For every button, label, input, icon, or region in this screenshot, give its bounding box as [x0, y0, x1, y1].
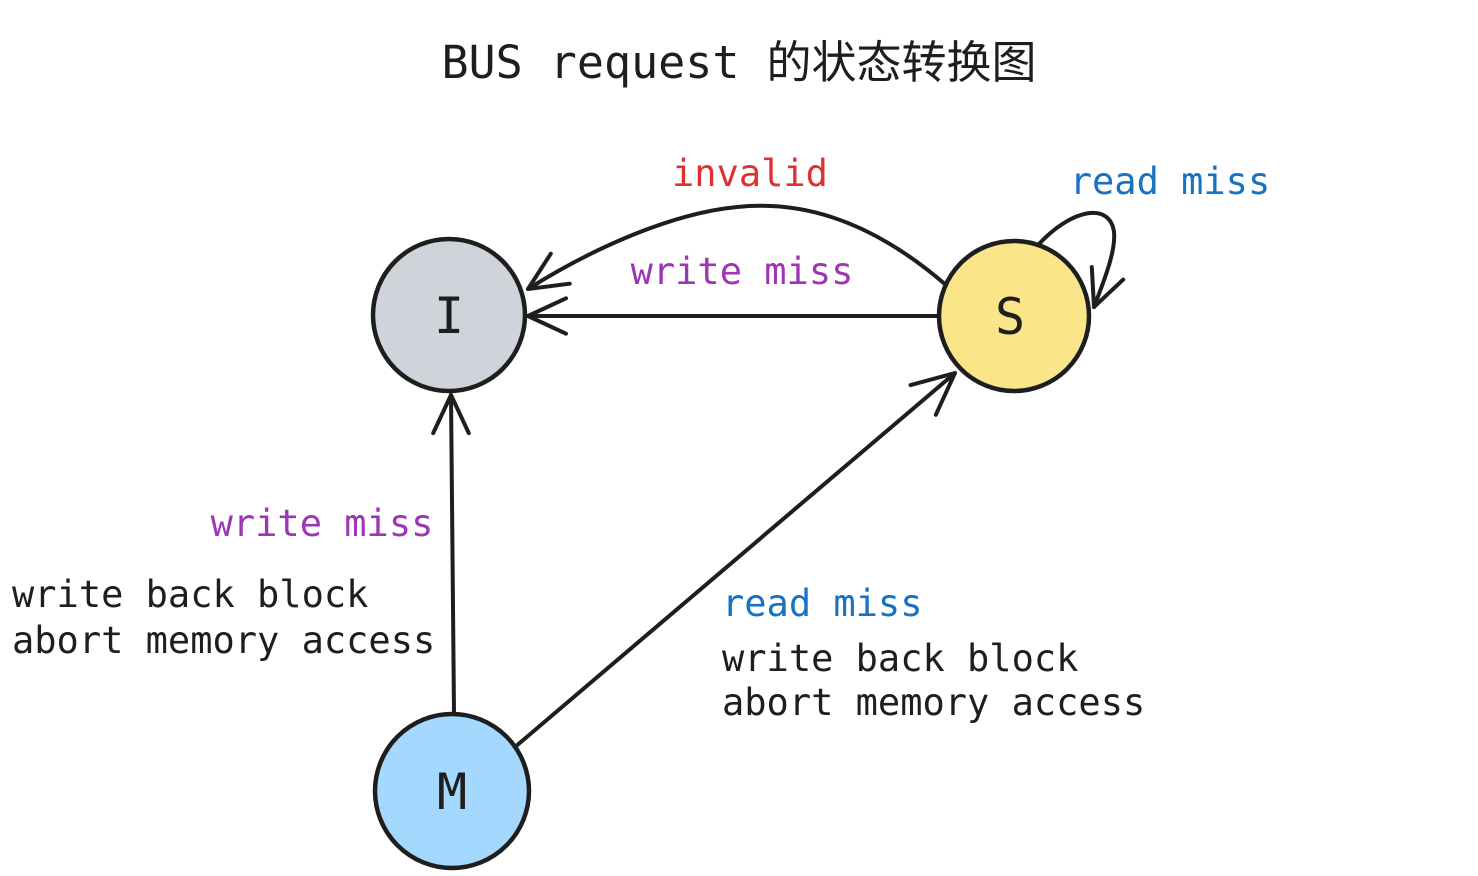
transition-label-write-miss-left: write miss — [211, 502, 434, 545]
transition-arrow-m-to-s-read-miss — [513, 371, 957, 749]
arrowhead-s-to-i-write-miss — [526, 296, 568, 336]
action-label-write-back-block-middle: write back block — [722, 637, 1078, 680]
transition-arrow-s-to-i-invalid — [526, 203, 948, 291]
arrowhead-m-to-s-read-miss — [908, 371, 957, 417]
action-label-abort-memory-access-left: abort memory access — [12, 619, 435, 662]
action-label-abort-memory-access-middle: abort memory access — [722, 681, 1145, 724]
arrowhead-s-self-read-miss — [1089, 265, 1126, 309]
diagram-title: BUS request 的状态转换图 — [441, 36, 1036, 89]
state-node-i — [370, 236, 528, 394]
arrowhead-s-to-i-invalid — [526, 251, 572, 291]
state-node-m-label: M — [437, 763, 467, 821]
transition-label-write-miss-top: write miss — [631, 250, 854, 293]
transition-label-read-miss-middle: read miss — [722, 582, 922, 625]
transition-label-invalid: invalid — [672, 152, 828, 195]
transition-arrow-s-self-read-miss — [1036, 210, 1117, 309]
arrowhead-m-to-i-write-miss — [431, 393, 471, 436]
state-node-s-label: S — [995, 288, 1025, 346]
transition-arrow-m-to-i-write-miss — [449, 393, 456, 715]
transition-label-read-miss-self-loop: read miss — [1070, 160, 1270, 203]
state-node-m — [372, 711, 532, 871]
state-node-i-label: I — [434, 287, 464, 345]
action-label-write-back-block-left: write back block — [12, 573, 368, 616]
